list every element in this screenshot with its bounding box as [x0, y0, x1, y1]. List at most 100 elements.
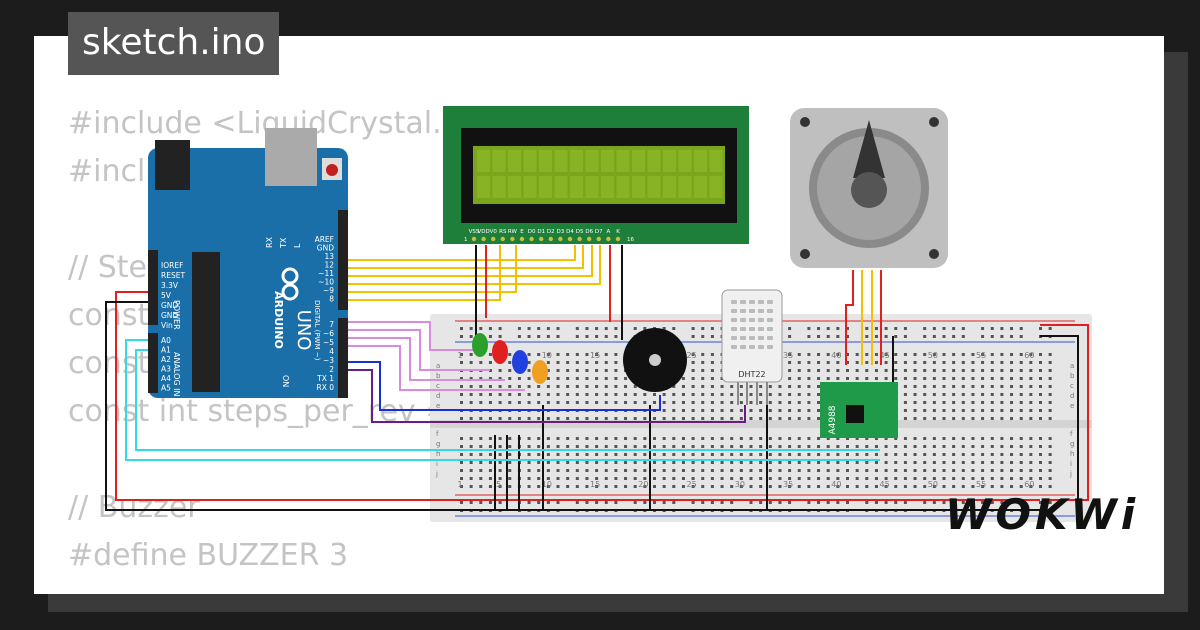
arduino-pin-label: 3.3V — [161, 281, 179, 290]
lcd-pin-label: D5 — [576, 229, 584, 235]
arduino-brand: ARDUINO — [272, 291, 285, 349]
lcd-pin-number: 16 — [627, 237, 634, 243]
breadboard-column-number: 30 — [735, 480, 745, 489]
arduino-pin-label: A3 — [161, 365, 171, 374]
svg-text:L: L — [293, 243, 302, 248]
breadboard-row-letter: h — [1070, 450, 1074, 458]
reset-button — [326, 164, 338, 176]
chip — [192, 252, 220, 392]
lcd-pin-label: RS — [499, 229, 507, 235]
dht22-label: DHT22 — [738, 370, 765, 379]
wire-yellow — [340, 245, 517, 293]
lcd-pin — [529, 236, 534, 242]
breadboard-column-number: 45 — [880, 351, 890, 360]
lcd-pin-label: VDD — [477, 229, 489, 235]
lcd-pin-label: D0 — [528, 229, 536, 235]
breadboard-row-letter: c — [436, 382, 440, 390]
breadboard-row-letter: c — [1070, 382, 1074, 390]
breadboard-column-number: 5 — [496, 480, 501, 489]
led-blue-icon — [512, 350, 528, 374]
led-red-icon — [492, 340, 508, 364]
code-line: const — [68, 298, 150, 333]
lcd-pin-label: K — [616, 229, 620, 235]
wire-yellow — [340, 245, 584, 269]
breadboard-column-number: 60 — [1024, 480, 1034, 489]
arduino-pin-label: ~11 — [318, 269, 334, 278]
breadboard-row-letter: b — [1070, 372, 1075, 380]
breadboard-column-number: 40 — [831, 480, 841, 489]
arduino-pin-label: RESET — [161, 271, 185, 280]
lcd-pin — [606, 236, 611, 242]
lcd-pin — [596, 236, 601, 242]
lcd-pin — [519, 236, 525, 242]
leds[interactable] — [472, 333, 548, 384]
a4988-driver[interactable]: A4988 — [820, 382, 898, 438]
breadboard-column-number: 45 — [880, 480, 890, 489]
wokwi-logo[interactable]: WOKWi — [945, 490, 1140, 539]
arduino-pin-label: 5V — [161, 291, 172, 300]
breadboard-column-number: 25 — [687, 351, 697, 360]
breadboard-row-letter: a — [1070, 362, 1074, 370]
lcd-pin-label: E — [520, 229, 524, 235]
lcd-pin — [548, 236, 553, 242]
breadboard-column-number: 25 — [687, 480, 697, 489]
lcd-pin-label: A — [607, 229, 611, 235]
arduino-pin-label: 2 — [329, 365, 334, 374]
breadboard-row-letter: f — [436, 430, 439, 438]
breadboard-column-number: 15 — [590, 351, 600, 360]
breadboard-row-letter: d — [1070, 392, 1074, 400]
breadboard-row-letter: b — [436, 372, 441, 380]
sketch-title[interactable]: sketch.ino — [68, 12, 280, 75]
breadboard-column-number: 60 — [1024, 351, 1034, 360]
arduino-pin-label: GND — [161, 301, 178, 310]
lcd-pin — [539, 236, 544, 242]
led-green-icon — [472, 333, 488, 357]
wire-yellow — [340, 245, 593, 277]
lcd-pin — [577, 236, 582, 242]
power-jack — [155, 140, 190, 190]
code-line: // Buzzer — [68, 490, 200, 525]
breadboard-row-letter: d — [436, 392, 440, 400]
code-background: #include <LiquidCrystal.h> #include // S… — [68, 36, 486, 573]
arduino-logo-icon — [281, 267, 299, 301]
arduino-pin-label: A4 — [161, 374, 171, 383]
breadboard-column-number: 10 — [542, 480, 552, 489]
stepper-motor[interactable] — [790, 108, 948, 268]
breadboard-column-number: 15 — [590, 480, 600, 489]
arduino-uno[interactable]: ARDUINO UNO ON POWER ANALOG IN DIGITAL (… — [148, 128, 348, 398]
svg-text:RX: RX — [265, 236, 274, 248]
breadboard-column-number: 40 — [831, 351, 841, 360]
buzzer[interactable] — [623, 328, 687, 392]
arduino-pin-label: ~5 — [323, 338, 334, 347]
power-label: POWER — [172, 300, 181, 330]
breadboard-column-number: 55 — [976, 351, 986, 360]
lcd-pin-label: VSS — [469, 229, 480, 235]
lcd-pin — [567, 236, 573, 242]
breadboard-row-letter: a — [436, 362, 440, 370]
breadboard-row-letter: e — [436, 402, 440, 410]
breadboard-row-letter: f — [1070, 430, 1073, 438]
usb-port — [265, 128, 317, 186]
wires — [105, 245, 1089, 511]
arduino-pin-label: GND — [161, 311, 178, 320]
wire-yellow — [340, 245, 601, 285]
breadboard-column-number: 10 — [542, 351, 552, 360]
breadboard-column-number: 1 — [457, 480, 462, 489]
arduino-pin-label: ~3 — [323, 356, 334, 365]
arduino-pin-label: Vin — [161, 321, 173, 330]
arduino-pin-label: ~9 — [323, 286, 334, 295]
breadboard-row-letter: j — [435, 470, 438, 478]
dht22-sensor[interactable]: DHT22 — [721, 289, 783, 405]
digital-label: DIGITAL (PWM ~) — [313, 300, 321, 361]
svg-text:TX: TX — [279, 237, 288, 249]
breadboard-row-letter: e — [1070, 402, 1074, 410]
on-led-label: ON — [281, 375, 290, 387]
a4988-label: A4988 — [828, 405, 838, 434]
arduino-pin-label: GND — [317, 244, 334, 253]
arduino-pin-label: A0 — [161, 336, 171, 345]
breadboard-column-number: 55 — [976, 480, 986, 489]
breadboard-column-number: 35 — [783, 351, 793, 360]
lcd-pin — [481, 236, 486, 242]
